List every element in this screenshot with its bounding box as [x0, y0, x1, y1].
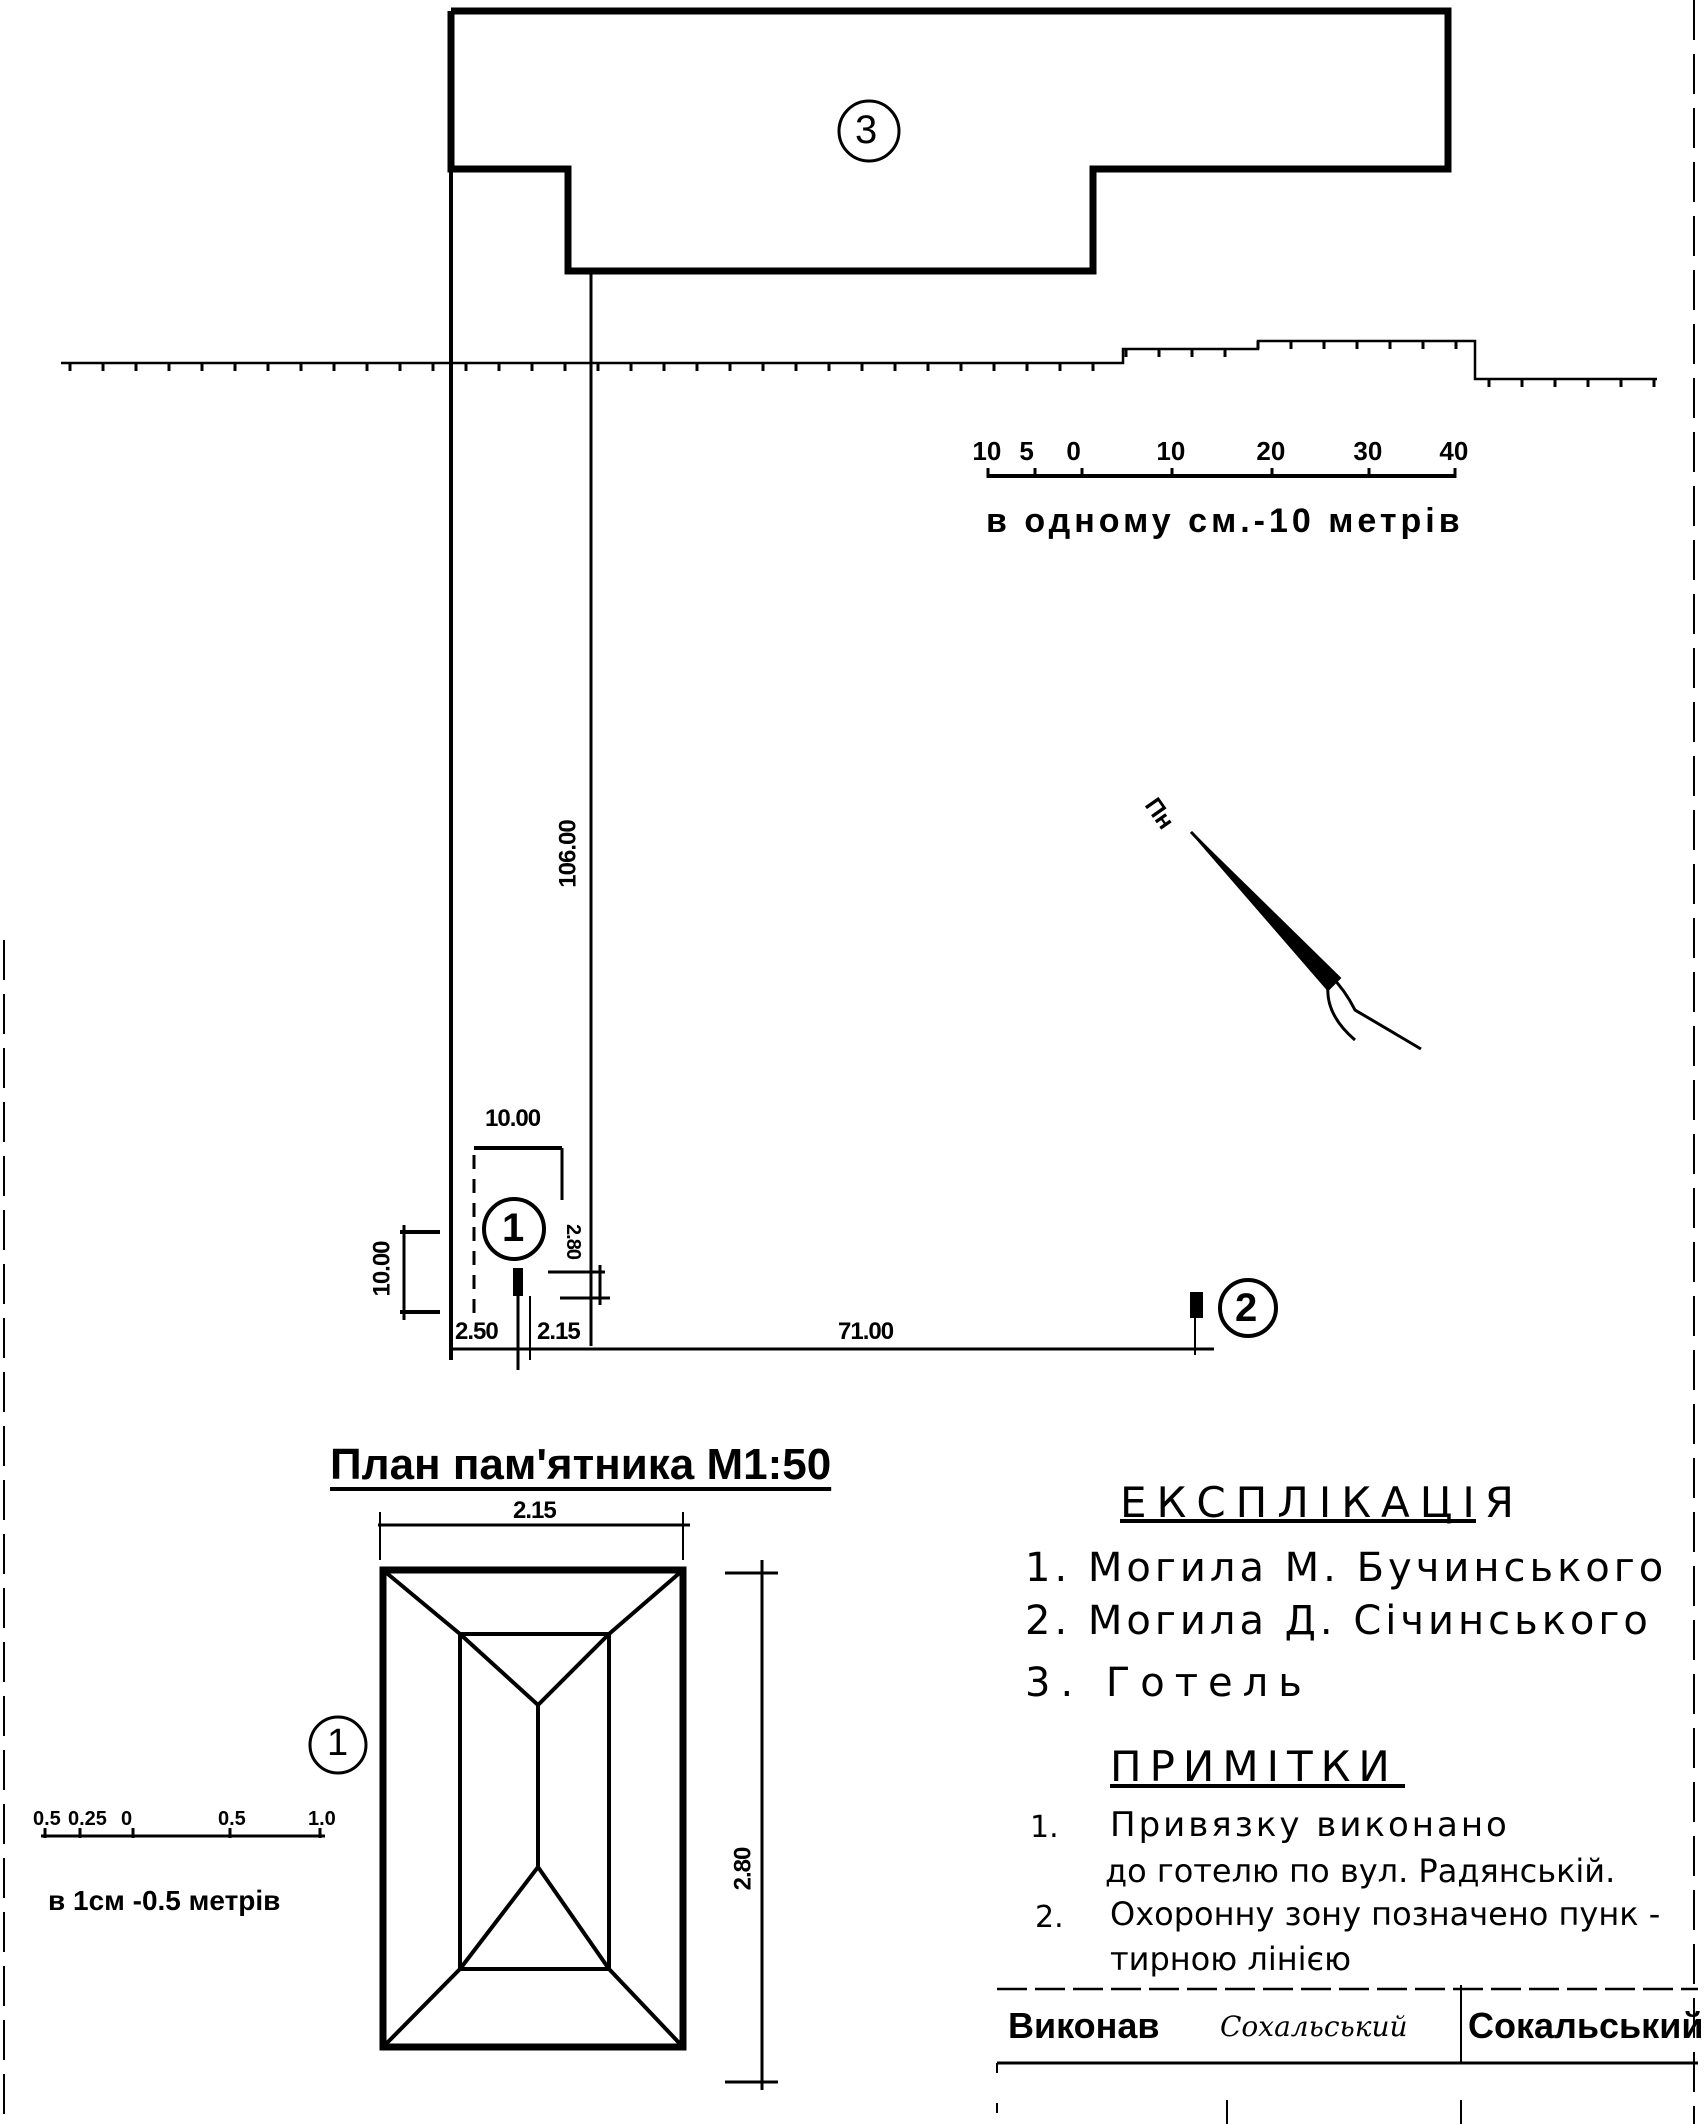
monument-scale-caption: в 1см -0.5 метрів — [48, 1885, 281, 1916]
grave-2-label: 2 — [1235, 1286, 1258, 1330]
signature: Сохальський — [1220, 2010, 1408, 2043]
scale-ticks — [43, 341, 1656, 1838]
dim-hotel-offset: 106.00 — [554, 820, 582, 888]
monument-plan-title: План пам'ятника М1:50 — [330, 1440, 832, 1489]
street-line — [61, 339, 1657, 381]
grave-1-label: 1 — [502, 1206, 525, 1250]
site-scale-tick-label: 10 — [972, 436, 1002, 466]
hotel-outline — [447, 7, 1452, 275]
monument-marker: 1 — [327, 1722, 349, 1764]
grave-1-marker — [513, 1268, 523, 1296]
monument-height-label: 2.80 — [729, 1847, 757, 1891]
site-scale-tick-label: 0 — [1066, 436, 1081, 466]
grave-2-marker — [1190, 1292, 1203, 1318]
site-scale-tick-label: 20 — [1256, 436, 1286, 466]
hotel-marker: 3 — [855, 108, 878, 152]
dim-zone-height: 10.00 — [368, 1241, 396, 1297]
hotel-marker-circle — [837, 99, 901, 163]
monument-width-label: 2.15 — [513, 1497, 557, 1524]
performed-label: Виконав — [1008, 2005, 1160, 2046]
note-1-number: 1. — [1030, 1810, 1059, 1845]
dim-grave-offset-small: 2.15 — [537, 1318, 581, 1345]
dim-grave-offset-y: 2.80 — [561, 1224, 584, 1259]
grave-1-circle — [482, 1197, 546, 1261]
monument-scale-tick-label: 0.5 — [33, 1808, 61, 1830]
notes-title: ПРИМІТКИ — [1110, 1742, 1398, 1791]
note-2-line-2: тирною лінією — [1110, 1940, 1352, 1978]
site-scale-tick-label: 30 — [1353, 436, 1383, 466]
dim-distance-grave-2: 71.00 — [838, 1318, 894, 1345]
site-scale-tick-label: 40 — [1439, 436, 1469, 466]
dim-zone-width: 10.00 — [485, 1105, 541, 1132]
note-2-number: 2. — [1035, 1900, 1064, 1935]
performer-name: Сокальський В — [1468, 2005, 1705, 2046]
note-1-line-1: Привязку виконано — [1110, 1805, 1510, 1845]
note-1-line-2: до готелю по вул. Радянській. — [1105, 1852, 1616, 1890]
monument-outer-outline — [379, 1566, 687, 2051]
monument-inner-outline — [458, 1632, 611, 1971]
explication-item-1: 1. Могила М. Бучинського — [1025, 1545, 1668, 1591]
note-2-line-1: Охоронну зону позначено пунк - — [1110, 1895, 1661, 1933]
grave-2-circle — [1218, 1278, 1278, 1338]
monument-scale-tick-label: 1.0 — [308, 1808, 336, 1830]
monument-scale-tick-label: 0 — [121, 1808, 133, 1830]
explication-item-2: 2. Могила Д. Січинського — [1025, 1598, 1652, 1644]
explication-title: ЕКСПЛІКАЦІЯ — [1120, 1478, 1524, 1527]
dim-grave-offset-x: 2.50 — [455, 1318, 499, 1345]
monument-scale-tick-label: 0.25 — [68, 1808, 107, 1830]
explication-item-3: 3. Готель — [1025, 1660, 1312, 1706]
site-scale-tick-label: 5 — [1019, 436, 1034, 466]
site-scale-tick-label: 10 — [1156, 436, 1186, 466]
monument-marker-circle — [308, 1715, 368, 1775]
monument-scale-tick-label: 0.5 — [218, 1808, 246, 1830]
site-scale-caption: в одному см.-10 метрів — [986, 502, 1464, 540]
